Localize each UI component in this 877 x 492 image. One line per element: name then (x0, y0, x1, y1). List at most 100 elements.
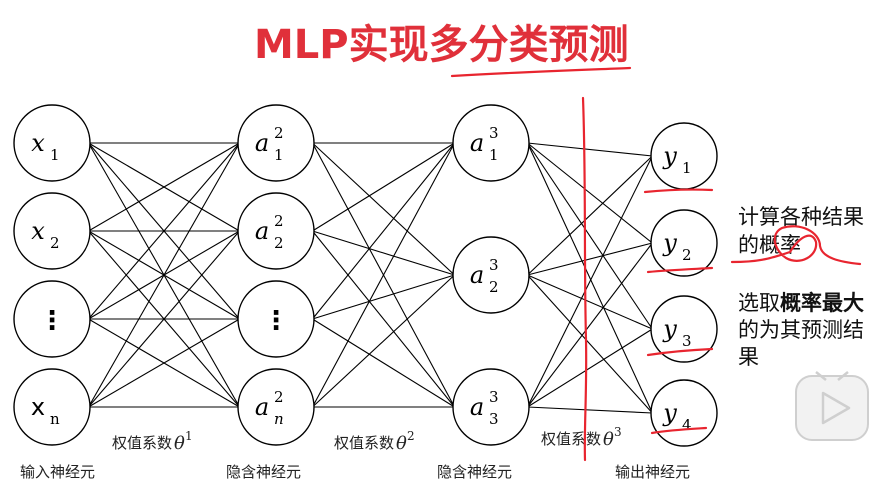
connection-hidden2-3-to-output-4 (527, 406, 653, 414)
connection-hidden2-3-to-output-1 (526, 155, 653, 408)
connection-hidden1-2-to-hidden2-2 (312, 230, 455, 276)
weight-label-2: 权值系数 θ 2 (334, 429, 415, 454)
connection-lines (88, 142, 653, 414)
connection-input-4-to-hidden1-1 (88, 142, 240, 408)
svg-text:权值系数: 权值系数 (112, 434, 172, 452)
page-title: MLP实现多分类预测 (254, 22, 629, 68)
svg-text:y: y (662, 142, 677, 170)
hidden-layer-2-caption: 隐含神经元 (437, 463, 512, 481)
connection-hidden2-1-to-output-3 (527, 142, 653, 330)
svg-text:a: a (470, 261, 484, 289)
svg-text:a: a (255, 393, 269, 421)
svg-text:3: 3 (682, 332, 692, 350)
svg-text:a: a (470, 393, 484, 421)
play-button-icon[interactable] (795, 371, 869, 441)
connection-input-4-to-hidden1-3 (88, 318, 240, 408)
connection-input-4-to-hidden1-2 (88, 230, 240, 408)
svg-text:x: x (31, 393, 45, 421)
svg-text:3: 3 (614, 425, 622, 439)
input-layer-caption: 输入神经元 (20, 463, 95, 481)
svg-text:2: 2 (407, 429, 415, 443)
note-select-line1: 选取概率最大 (738, 291, 864, 315)
svg-text:a: a (470, 129, 484, 157)
connection-input-2-to-hidden1-1 (88, 142, 240, 232)
connection-hidden2-3-to-output-3 (527, 328, 653, 408)
title-underline (450, 66, 632, 78)
note-select-line2: 的为其预测结 (738, 318, 864, 342)
svg-text:3: 3 (489, 256, 499, 274)
note-probability-line1: 计算各种结果 (738, 205, 864, 229)
y2-underline (646, 266, 714, 274)
svg-text:2: 2 (274, 388, 284, 406)
svg-text:权值系数: 权值系数 (334, 434, 394, 452)
svg-text:2: 2 (50, 234, 60, 252)
connection-hidden1-3-to-hidden2-3 (312, 318, 455, 408)
svg-text:1: 1 (489, 146, 499, 164)
connection-hidden1-1-to-hidden2-2 (312, 142, 455, 276)
svg-text:2: 2 (274, 124, 284, 142)
output-layer-caption: 输出神经元 (615, 463, 690, 481)
svg-text:a: a (255, 217, 269, 245)
svg-text:a: a (255, 129, 269, 157)
connection-hidden2-1-to-output-4 (526, 142, 653, 414)
connection-input-3-to-hidden1-1 (88, 142, 240, 320)
connection-hidden1-2-to-hidden2-3 (312, 230, 455, 408)
svg-text:y: y (662, 399, 677, 427)
svg-text:2: 2 (682, 246, 692, 264)
note-select-line3: 果 (738, 345, 759, 369)
svg-text:1: 1 (682, 159, 692, 177)
connection-hidden2-1-to-output-1 (527, 142, 653, 157)
svg-text:2: 2 (274, 212, 284, 230)
svg-text:1: 1 (50, 146, 60, 164)
connection-hidden1-2-to-hidden2-1 (312, 142, 455, 232)
connection-hidden2-2-to-output-1 (527, 155, 653, 276)
y1-underline (643, 188, 714, 194)
svg-text:n: n (50, 410, 60, 428)
input-node-3: ⋮ (13, 280, 91, 358)
svg-text:x: x (31, 129, 45, 157)
svg-text:⋮: ⋮ (263, 306, 289, 336)
svg-text:θ: θ (603, 429, 614, 450)
svg-text:⋮: ⋮ (39, 306, 65, 336)
svg-text:1: 1 (185, 429, 193, 443)
connection-hidden2-2-to-output-3 (527, 274, 653, 330)
svg-text:θ: θ (174, 433, 185, 454)
probability-scribble (730, 225, 862, 266)
svg-text:n: n (274, 410, 284, 428)
weight-label-1: 权值系数 θ 1 (112, 429, 193, 454)
connection-hidden1-4-to-hidden2-2 (312, 274, 455, 408)
svg-text:y: y (662, 229, 677, 257)
svg-text:2: 2 (274, 234, 284, 252)
svg-text:x: x (31, 217, 45, 245)
connection-hidden2-2-to-output-2 (527, 242, 653, 276)
svg-text:3: 3 (489, 388, 499, 406)
connection-hidden2-2-to-output-4 (527, 274, 653, 414)
svg-text:θ: θ (396, 433, 407, 454)
connection-hidden1-3-to-hidden2-1 (312, 142, 455, 320)
divider-stroke (581, 96, 588, 462)
svg-text:y: y (662, 315, 677, 343)
svg-text:4: 4 (682, 416, 692, 434)
svg-text:3: 3 (489, 124, 499, 142)
connection-hidden2-3-to-output-2 (527, 242, 653, 408)
y3-underline (646, 347, 714, 357)
svg-text:1: 1 (274, 146, 284, 164)
connection-hidden1-4-to-hidden2-1 (311, 142, 456, 408)
svg-text:2: 2 (489, 278, 499, 296)
connection-hidden2-1-to-output-2 (527, 142, 653, 244)
